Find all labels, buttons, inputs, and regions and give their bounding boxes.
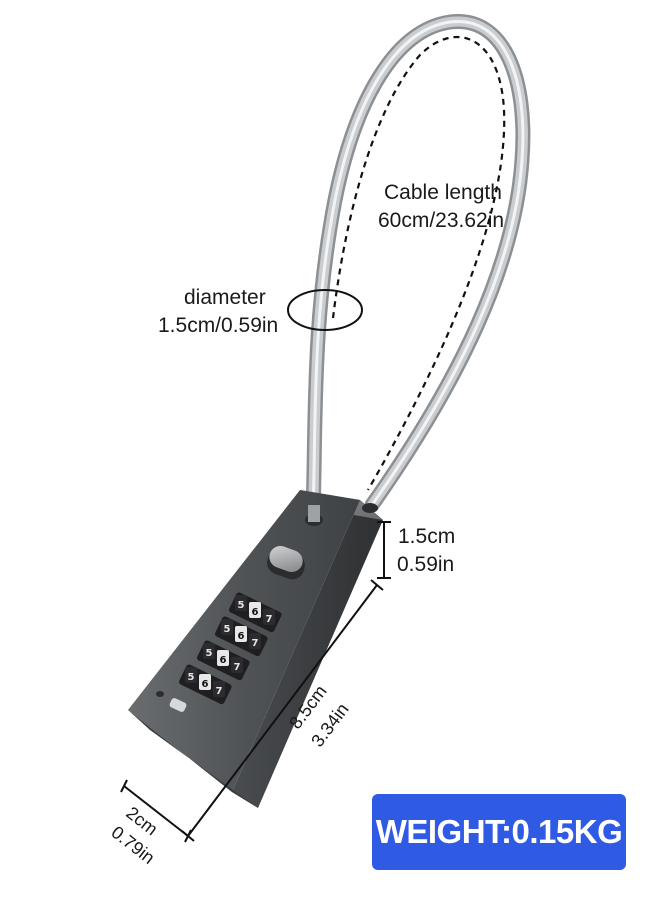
dial-cell: [249, 633, 261, 649]
cable-length-dashed-line: [331, 35, 506, 491]
dial-cell: [235, 595, 247, 611]
dial-digit: 7: [216, 686, 223, 697]
diameter-ellipse: [287, 289, 363, 331]
dial-digit: 5: [238, 600, 245, 611]
dial-cell: [249, 602, 261, 618]
cable-length-value: 60cm/23.62in: [378, 209, 505, 232]
steel-cable: [305, 14, 531, 523]
weight-text: WEIGHT:0.15KG: [375, 813, 623, 850]
dial-cell: [231, 657, 243, 673]
dial-digit: 5: [206, 648, 213, 659]
dial-cell: [235, 626, 247, 642]
dial-digit: 7: [234, 662, 241, 673]
dial-digit: 6: [202, 679, 209, 690]
dial-digit: 6: [220, 655, 227, 666]
dial-digit: 5: [188, 672, 195, 683]
dial-cell: [217, 650, 229, 666]
cable-socket-right: [362, 503, 378, 513]
dial-cell: [203, 643, 215, 659]
dial-wheel-3[interactable]: 567: [196, 639, 251, 681]
dial-digit: 7: [266, 614, 273, 625]
dimension-lines: [120, 521, 391, 843]
diameter-value: 1.5cm/0.59in: [158, 314, 279, 337]
dial-wheel-4[interactable]: 567: [178, 663, 233, 705]
weight-badge: WEIGHT:0.15KG: [372, 794, 626, 870]
dial-cell: [185, 667, 197, 683]
dial-wheel-2[interactable]: 567: [214, 615, 269, 657]
dial-digit: 6: [252, 607, 259, 618]
dial-cell: [213, 681, 225, 697]
release-button-icon: [267, 545, 305, 580]
height-cm-label: 1.5cm: [398, 525, 456, 548]
indicator-slot-icon: [156, 691, 187, 712]
dial-cell: [263, 609, 275, 625]
lock-body-side: [232, 500, 383, 808]
diameter-title: diameter: [184, 286, 266, 309]
height-in-label: 0.59in: [397, 553, 455, 576]
dial-digit: 6: [238, 631, 245, 642]
dial-digit: 7: [252, 638, 259, 649]
dial-cell: [221, 619, 233, 635]
dial-digit: 5: [224, 624, 231, 635]
cable-length-title: Cable length: [384, 181, 502, 204]
dial-wheel-1[interactable]: 567: [228, 591, 283, 633]
dial-cell: [199, 674, 211, 690]
